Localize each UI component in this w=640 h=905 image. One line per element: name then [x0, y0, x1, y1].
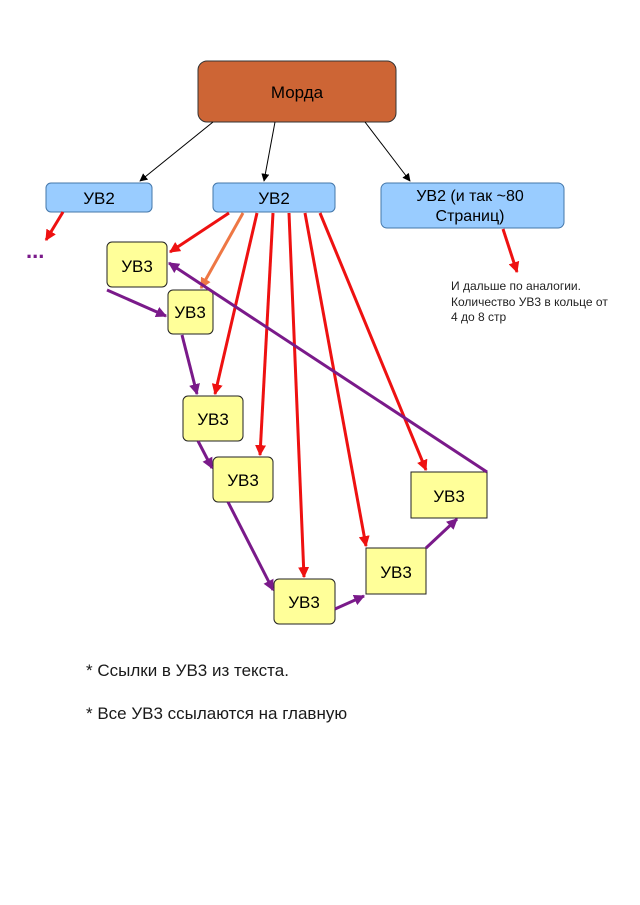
arrow-root-to-uv2-left	[139, 121, 214, 182]
footnote-links-to-main: * Все УВ3 ссылаются на главную	[86, 704, 348, 723]
uv3-node-7: УВ3	[410, 471, 488, 519]
arrow-uv2-right-continue	[501, 228, 520, 274]
uv2-left-node: УВ2	[45, 182, 153, 213]
uv2-center-label: УВ2	[258, 189, 290, 208]
arrow-uv2-to-uv3-3	[211, 212, 259, 396]
uv3-label: УВ3	[121, 257, 153, 276]
root-node: Морда	[197, 60, 397, 123]
ring-arrow-5-to-6	[334, 594, 366, 611]
uv3-label: УВ3	[380, 563, 412, 582]
uv2-right-node: УВ2 (и так ~80 Страниц)	[380, 182, 565, 229]
uv2-right-label-line2: Страниц)	[436, 208, 505, 225]
uv2-right-label-line1: УВ2 (и так ~80	[416, 188, 524, 205]
uv3-label: УВ3	[433, 487, 465, 506]
ellipsis: ...	[26, 238, 44, 263]
arrow-root-to-uv2-right	[364, 121, 411, 182]
arrow-uv2-to-uv3-5	[287, 212, 310, 579]
arrow-root-to-uv2-center	[261, 121, 276, 182]
uv3-node-6: УВ3	[365, 547, 427, 595]
arrow-uv2-to-uv3-1	[169, 211, 230, 254]
arrow-uv2-left-continue	[44, 211, 65, 241]
ring-arrow-4-to-5	[226, 501, 275, 591]
uv3-label: УВ3	[174, 303, 206, 322]
ring-arrow-3-to-4	[196, 440, 214, 469]
arrow-uv2-to-uv3-2	[199, 212, 245, 289]
ring-arrow-2-to-3	[180, 334, 200, 396]
uv2-left-label: УВ2	[83, 189, 115, 208]
arrow-uv2-to-uv3-6	[303, 212, 370, 548]
ring-arrow-1-to-2	[106, 288, 168, 318]
uv3-label: УВ3	[197, 410, 229, 429]
footnote-links-from-text: * Ссылки в УВ3 из текста.	[86, 661, 289, 680]
arrow-uv2-to-uv3-4	[255, 212, 275, 457]
arrow-uv2-to-uv3-7	[318, 212, 428, 472]
uv3-label: УВ3	[288, 593, 320, 612]
root-label: Морда	[271, 83, 324, 102]
uv3-node-1: УВ3	[106, 241, 168, 288]
uv3-node-3: УВ3	[182, 395, 244, 442]
uv3-node-2: УВ3	[167, 289, 214, 335]
uv3-node-5: УВ3	[273, 578, 336, 625]
ring-arrow-7-to-1	[168, 261, 488, 474]
uv2-center-node: УВ2	[212, 182, 336, 213]
uv3-node-4: УВ3	[212, 456, 274, 503]
uv3-label: УВ3	[227, 471, 259, 490]
side-note: И дальше по аналогии. Количество УВ3 в к…	[451, 279, 608, 324]
ring-arrow-6-to-7	[424, 517, 459, 550]
